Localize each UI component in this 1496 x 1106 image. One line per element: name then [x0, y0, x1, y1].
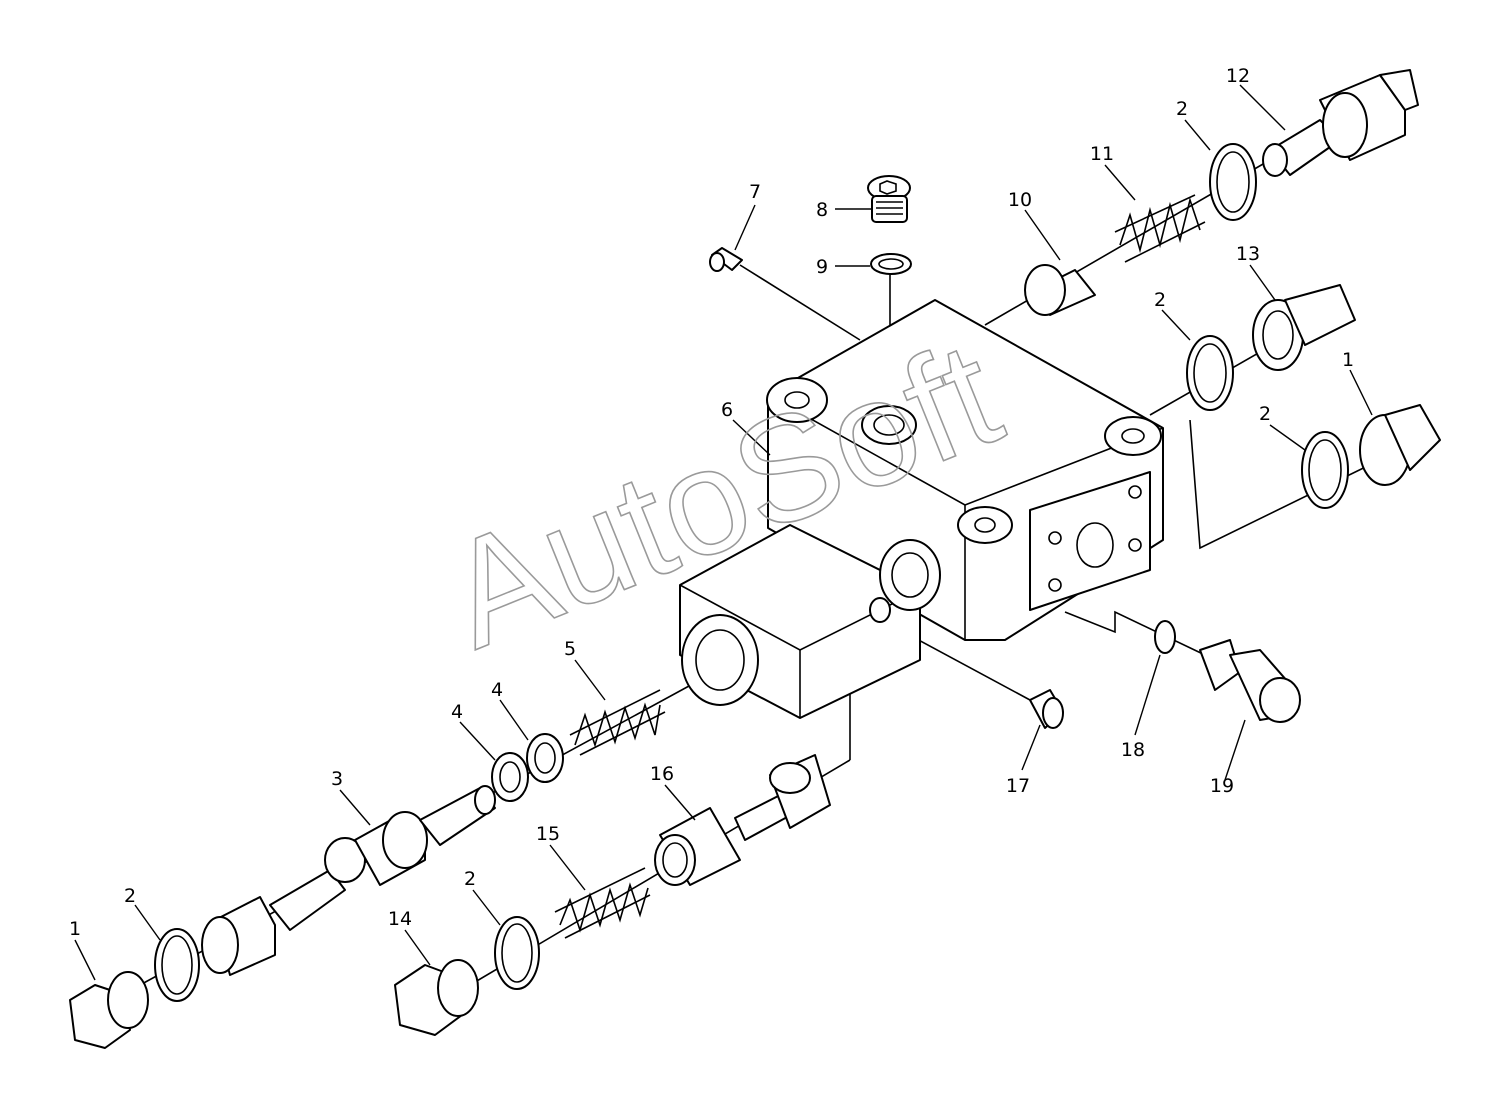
callout-2: 2 [124, 885, 136, 907]
part-17-cap [1029, 689, 1064, 729]
part-14-plug [394, 959, 479, 1036]
part-2-oring-upper [1209, 143, 1257, 221]
callout-17: 17 [1006, 775, 1030, 797]
part-3-spool [201, 785, 496, 976]
part-15-spring [554, 867, 651, 939]
part-11-spring [1114, 194, 1206, 263]
callout-15: 15 [536, 823, 560, 845]
part-1-plug-right [1359, 404, 1441, 486]
callout-13: 13 [1236, 243, 1260, 265]
leader-lines [74, 84, 1373, 981]
part-5-spring [569, 689, 666, 756]
callout-2: 2 [1176, 98, 1188, 120]
callout-4: 4 [491, 679, 503, 701]
callout-2: 2 [1154, 289, 1166, 311]
callout-6: 6 [721, 399, 733, 421]
callout-1: 1 [69, 918, 81, 940]
callout-14: 14 [388, 908, 412, 930]
valve-body [679, 299, 1164, 719]
callout-3: 3 [331, 768, 343, 790]
callout-18: 18 [1121, 739, 1145, 761]
callout-12: 12 [1226, 65, 1250, 87]
callout-7: 7 [749, 181, 761, 203]
callout-16: 16 [650, 763, 674, 785]
part-7-pin [709, 247, 743, 272]
callout-5: 5 [564, 638, 576, 660]
part-2-oring-lower [494, 916, 540, 990]
part-1-plug-left [69, 971, 149, 1049]
callout-4: 4 [451, 701, 463, 723]
part-19-fitting [1199, 639, 1301, 723]
part-8-plug-hex [867, 175, 911, 223]
part-13-fitting [1252, 284, 1356, 371]
callout-2: 2 [1259, 403, 1271, 425]
part-16-spool [654, 754, 831, 886]
callout-8: 8 [816, 199, 828, 221]
part-12-valve [1262, 69, 1419, 177]
part-10-cap [1024, 264, 1096, 316]
part-2-oring-left [154, 928, 200, 1002]
callout-labels: 1 2 14 2 15 16 3 4 4 5 6 7 8 9 10 11 2 1… [69, 65, 1354, 940]
part-2-oring-right-low [1301, 431, 1349, 509]
part-4-washers [491, 733, 564, 802]
callout-2: 2 [464, 868, 476, 890]
callout-11: 11 [1090, 143, 1114, 165]
callout-19: 19 [1210, 775, 1234, 797]
callout-1: 1 [1342, 349, 1354, 371]
part-2-oring-right-mid [1186, 335, 1234, 411]
callout-9: 9 [816, 256, 828, 278]
part-9-washer [870, 253, 912, 275]
callout-10: 10 [1008, 189, 1032, 211]
part-18-oring [1154, 620, 1176, 654]
